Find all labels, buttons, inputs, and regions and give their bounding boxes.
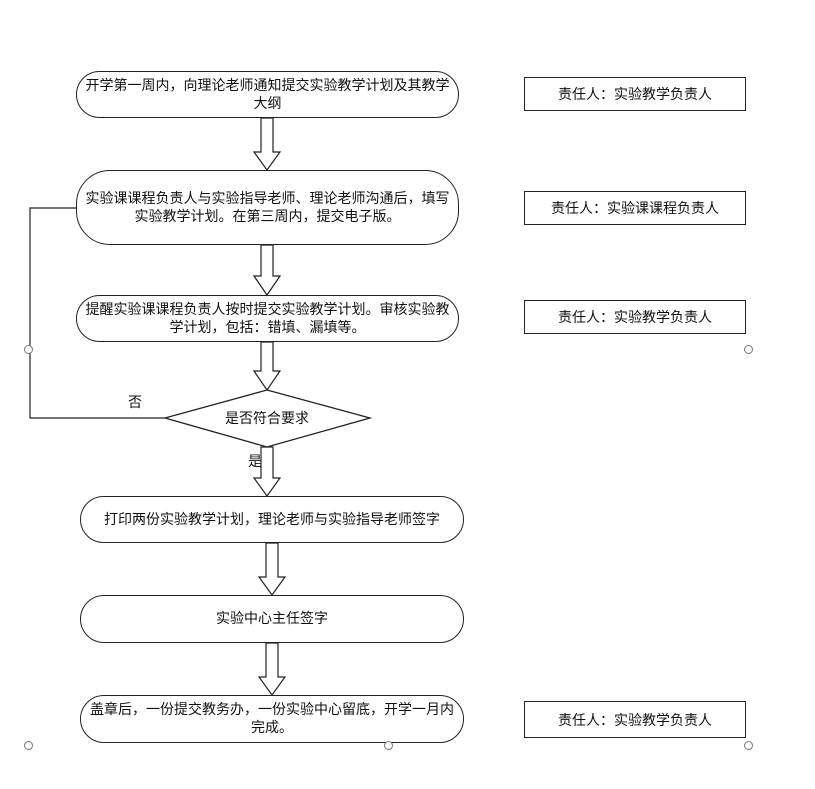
decision-text: 是否符合要求 [225, 411, 309, 427]
decision-diamond [162, 389, 373, 448]
step-director-sign: 实验中心主任签字 [80, 595, 464, 643]
resize-handle-left-mid[interactable] [24, 345, 33, 354]
step-stamp-archive-text: 盖章后，一份提交教务办，一份实验中心留底，开学一月内完成。 [90, 702, 454, 736]
arrow-s3-decision [252, 341, 282, 392]
arrow-s2-s3 [252, 244, 282, 297]
step-notify-submit: 开学第一周内，向理论老师通知提交实验教学计划及其教学大纲 [76, 71, 459, 118]
step-print-sign-text: 打印两份实验教学计划，理论老师与实验指导老师签字 [104, 511, 440, 528]
yes-label: 是 [248, 454, 262, 470]
responsibility-box-1: 责任人：实验教学负责人 [524, 77, 746, 111]
responsibility-text-4: 责任人：实验教学负责人 [558, 712, 712, 729]
responsibility-box-3: 责任人：实验教学负责人 [524, 300, 746, 334]
responsibility-text-3: 责任人：实验教学负责人 [558, 310, 712, 326]
step-review-plan: 提醒实验课课程负责人按时提交实验教学计划。审核实验教学计划，包括：错填、漏填等。 [76, 295, 459, 342]
no-loop-line [29, 207, 165, 419]
responsibility-text-2: 责任人：实验课课程负责人 [551, 201, 719, 217]
resize-handle-bottom-mid[interactable] [384, 741, 393, 750]
no-label: 否 [128, 395, 142, 411]
responsibility-box-2: 责任人：实验课课程负责人 [524, 191, 746, 225]
step-print-sign: 打印两份实验教学计划，理论老师与实验指导老师签字 [80, 496, 464, 543]
resize-handle-bottom-left[interactable] [24, 741, 33, 750]
arrow-s5-s6 [257, 642, 287, 697]
step-fill-plan-text: 实验课课程负责人与实验指导老师、理论老师沟通后，填写实验教学计划。在第三周内，提… [85, 190, 450, 225]
responsibility-text-1: 责任人：实验教学负责人 [558, 87, 712, 103]
decision-label: 是否符合要求 [200, 408, 334, 428]
step-fill-plan: 实验课课程负责人与实验指导老师、理论老师沟通后，填写实验教学计划。在第三周内，提… [76, 170, 459, 245]
arrow-s4-s5 [257, 542, 287, 597]
arrow-decision-s4 [252, 446, 282, 498]
step-review-plan-text: 提醒实验课课程负责人按时提交实验教学计划。审核实验教学计划，包括：错填、漏填等。 [85, 301, 450, 336]
step-director-sign-text: 实验中心主任签字 [216, 611, 328, 627]
resize-handle-bottom-right[interactable] [744, 741, 753, 750]
arrow-s1-s2 [252, 117, 282, 172]
step-stamp-archive: 盖章后，一份提交教务办，一份实验中心留底，开学一月内完成。 [80, 695, 464, 743]
resize-handle-right-mid[interactable] [744, 345, 753, 354]
responsibility-box-4: 责任人：实验教学负责人 [524, 701, 746, 738]
step-notify-submit-text: 开学第一周内，向理论老师通知提交实验教学计划及其教学大纲 [85, 77, 450, 112]
